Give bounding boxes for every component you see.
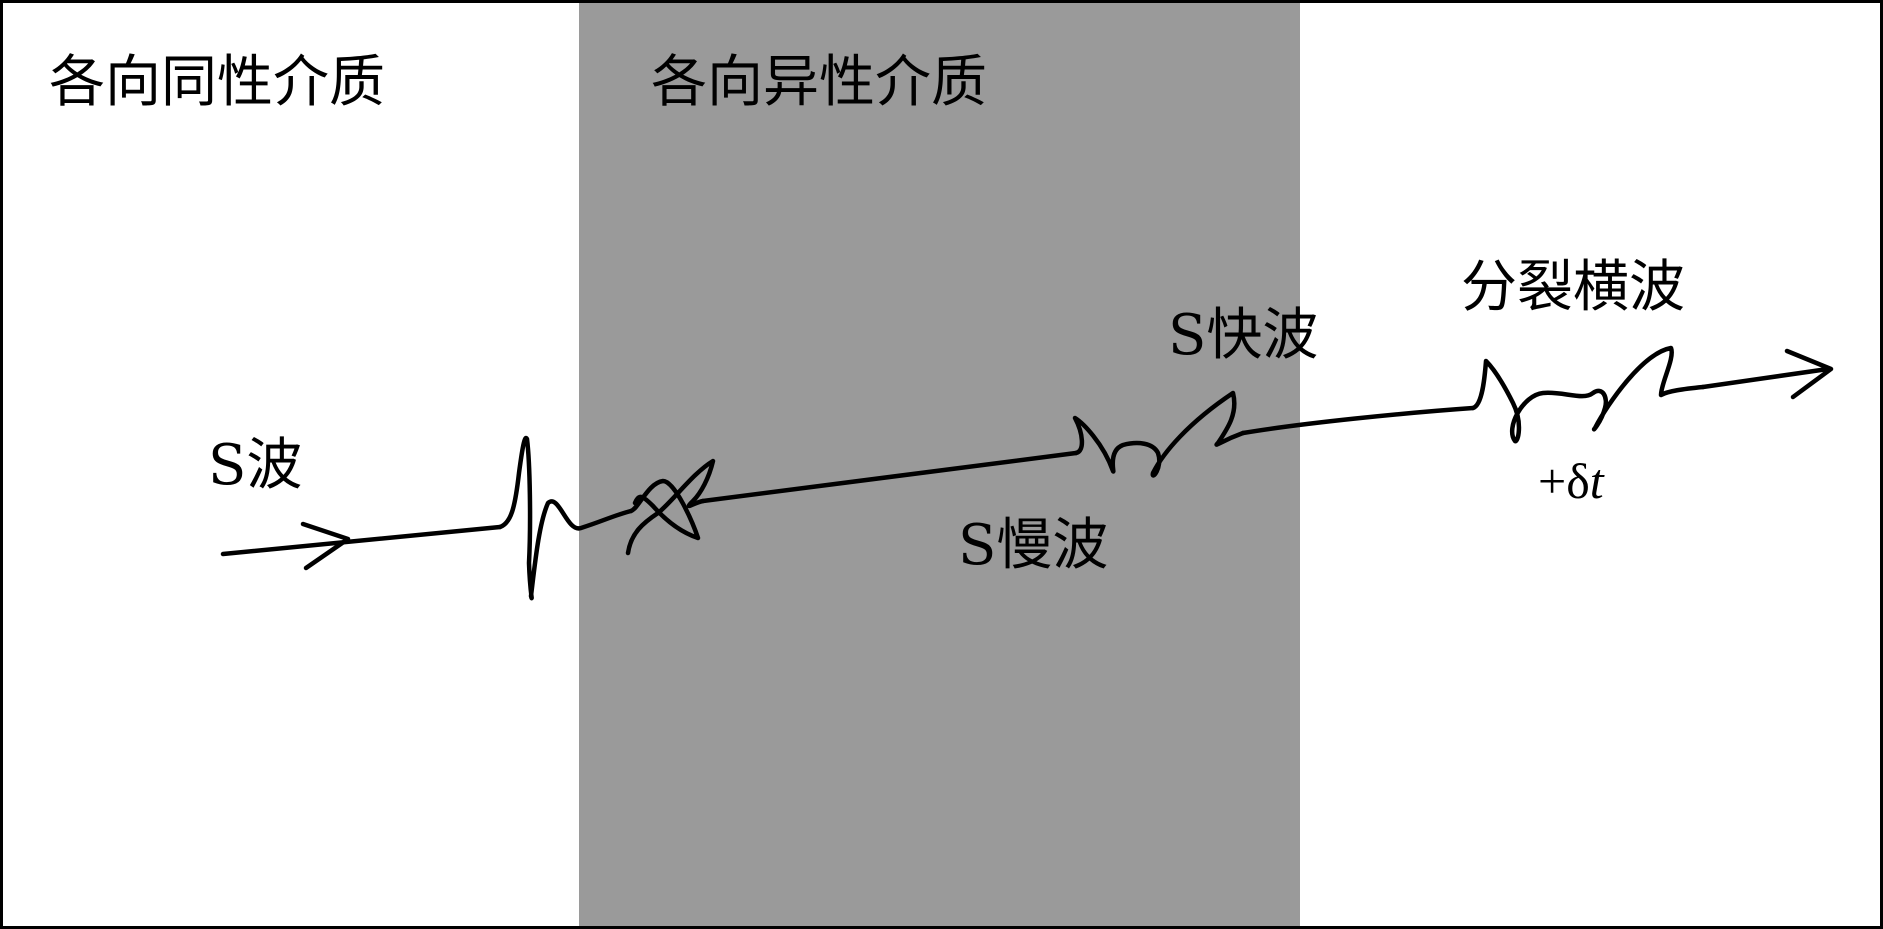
splitting-entry-wavelet-b bbox=[625, 458, 716, 556]
time-delay-symbol: t bbox=[1589, 453, 1604, 509]
split-shear-wavelets bbox=[1470, 345, 1706, 444]
anisotropic-ray-line bbox=[700, 450, 1079, 504]
incident-s-wave-label: S波 bbox=[208, 433, 303, 498]
time-delay-prefix: +δ bbox=[1538, 453, 1590, 509]
slow-s-wave-label: S慢波 bbox=[958, 513, 1109, 578]
isotropic-medium-label: 各向同性介质 bbox=[49, 50, 385, 115]
wave-propagation-drawing bbox=[220, 345, 1834, 601]
incident-ray-line bbox=[220, 524, 503, 557]
fast-s-wave-label: S快波 bbox=[1168, 303, 1319, 368]
final-arrowhead bbox=[1784, 348, 1834, 400]
incident-arrowhead bbox=[300, 521, 351, 571]
anisotropic-medium-region bbox=[579, 3, 1300, 926]
incident-s-wavelet bbox=[497, 435, 634, 601]
time-delay-label: +δt bbox=[1538, 456, 1604, 506]
anisotropic-medium-label: 各向异性介质 bbox=[651, 50, 987, 115]
exit-ray-line bbox=[1240, 405, 1476, 436]
split-shear-wave-label: 分裂横波 bbox=[1461, 255, 1685, 320]
split-wavelets-in-medium bbox=[1072, 390, 1246, 478]
final-ray-line bbox=[1700, 366, 1831, 390]
splitting-entry-wavelet-a bbox=[628, 478, 701, 541]
